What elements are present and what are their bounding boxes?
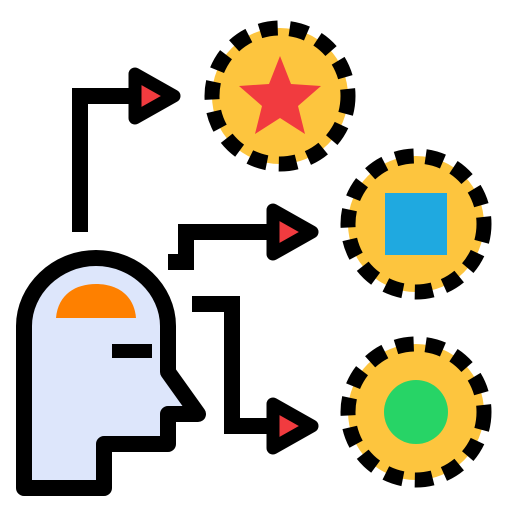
token-dashed-ring <box>204 20 356 172</box>
token-dashed-ring <box>340 148 492 300</box>
circle-option-token <box>340 336 492 488</box>
square-icon <box>385 193 447 255</box>
square-option-token <box>340 148 492 300</box>
brain-icon <box>56 284 136 318</box>
eye-line <box>112 344 152 358</box>
connectors <box>72 88 270 434</box>
arrow-head-square <box>266 203 319 261</box>
circle-icon <box>384 380 448 444</box>
head-icon <box>16 250 206 496</box>
arrow-head-circle <box>266 397 319 455</box>
star-option-token <box>204 20 356 172</box>
connector-to-circle <box>192 296 270 434</box>
star-icon <box>239 56 321 134</box>
connector-to-star <box>72 88 134 232</box>
token-dashed-ring <box>340 336 492 488</box>
arrow-heads <box>128 67 319 455</box>
arrow-head-star <box>128 67 181 125</box>
connector-to-square <box>168 224 270 270</box>
